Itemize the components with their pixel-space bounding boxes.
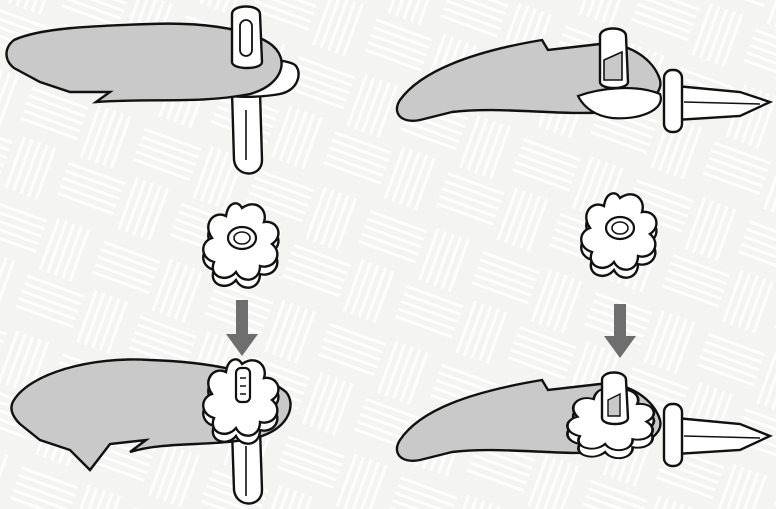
pin-tip: [234, 366, 252, 404]
flower-washer-icon: [202, 202, 280, 289]
down-arrow-icon: [226, 300, 258, 356]
left-top-assembly: [5, 5, 300, 175]
left-bottom-assembly: [10, 358, 292, 505]
right-bottom-assembly: [395, 371, 774, 468]
pin-shank: [230, 90, 264, 175]
down-arrow-icon-right: [604, 304, 636, 358]
right-top-assembly: [395, 27, 774, 134]
ear-shape: [5, 22, 283, 104]
flower-washer-icon-right: [580, 192, 658, 279]
